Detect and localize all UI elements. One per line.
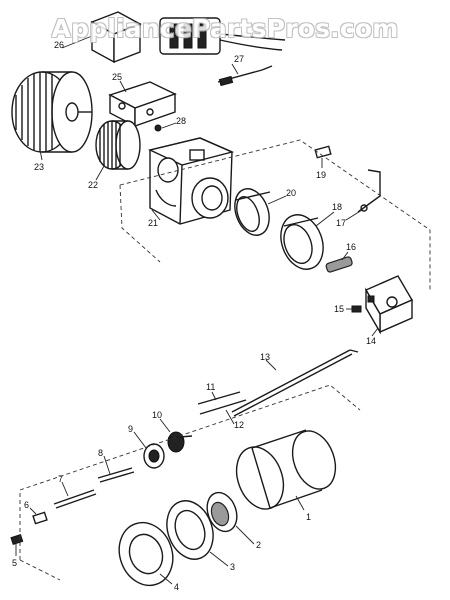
part-16-coupling[interactable] (325, 256, 353, 273)
part-22-blower-wheel[interactable] (95, 120, 141, 170)
label-22: 22 (88, 180, 98, 190)
label-26: 26 (54, 40, 64, 50)
part-25-junction-box[interactable] (108, 81, 177, 128)
label-13: 13 (260, 352, 270, 362)
label-2: 2 (256, 540, 261, 550)
assembly-outline-upper (119, 139, 431, 290)
label-1: 1 (306, 512, 311, 522)
label-11: 11 (206, 382, 215, 392)
label-12: 12 (234, 420, 244, 430)
part-1-air-tube[interactable] (228, 425, 343, 516)
label-23: 23 (34, 162, 44, 172)
label-20: 20 (286, 188, 296, 198)
part-26-transformer[interactable] (90, 11, 142, 64)
leader-lines (15, 35, 379, 585)
part-14-fuel-pump[interactable] (364, 275, 414, 335)
assembly-outline-lower (19, 384, 361, 581)
part-5-nozzle-tip[interactable] (10, 534, 24, 546)
part-26-relay-assembly[interactable] (159, 17, 286, 55)
part-18-air-shutter[interactable] (274, 209, 331, 275)
label-25: 25 (112, 72, 122, 82)
part-13-oil-line[interactable] (231, 349, 359, 417)
part-23-motor[interactable] (11, 71, 93, 153)
part-20-air-band[interactable] (229, 184, 275, 240)
label-15: 15 (334, 304, 344, 314)
part-11-electrode[interactable] (197, 391, 241, 405)
label-16: 16 (346, 242, 356, 252)
label-7: 7 (58, 474, 63, 484)
part-2-flange[interactable] (202, 488, 242, 535)
part-21-burner-housing[interactable] (147, 137, 235, 225)
part-6-nozzle[interactable] (32, 511, 48, 525)
part-number-labels: 26 27 25 28 23 22 21 20 19 18 17 16 15 1… (12, 40, 376, 592)
part-3-gasket[interactable] (159, 494, 221, 565)
label-14: 14 (366, 336, 376, 346)
part-12-electrode[interactable] (199, 399, 247, 415)
label-5: 5 (12, 558, 17, 568)
label-19: 19 (316, 170, 326, 180)
label-27: 27 (234, 54, 244, 64)
label-8: 8 (98, 448, 103, 458)
label-9: 9 (128, 424, 133, 434)
part-27-wire-lead[interactable] (217, 65, 273, 87)
label-17: 17 (336, 218, 346, 228)
part-10-electrode-clamp[interactable] (167, 431, 193, 453)
part-4-mounting-plate[interactable] (111, 515, 182, 593)
part-8-nozzle-line[interactable] (97, 467, 135, 483)
label-18: 18 (332, 202, 342, 212)
label-21: 21 (148, 218, 158, 228)
label-28: 28 (176, 116, 186, 126)
part-15-fitting[interactable] (351, 305, 362, 313)
label-3: 3 (230, 562, 235, 572)
label-10: 10 (152, 410, 162, 420)
part-28-screw[interactable] (154, 124, 162, 132)
part-17-lead-rod[interactable] (357, 169, 381, 213)
label-6: 6 (24, 500, 29, 510)
part-19-bracket[interactable] (314, 145, 332, 159)
part-7-tube[interactable] (53, 489, 97, 509)
label-4: 4 (174, 582, 179, 592)
part-9-turbulator[interactable] (143, 443, 165, 469)
